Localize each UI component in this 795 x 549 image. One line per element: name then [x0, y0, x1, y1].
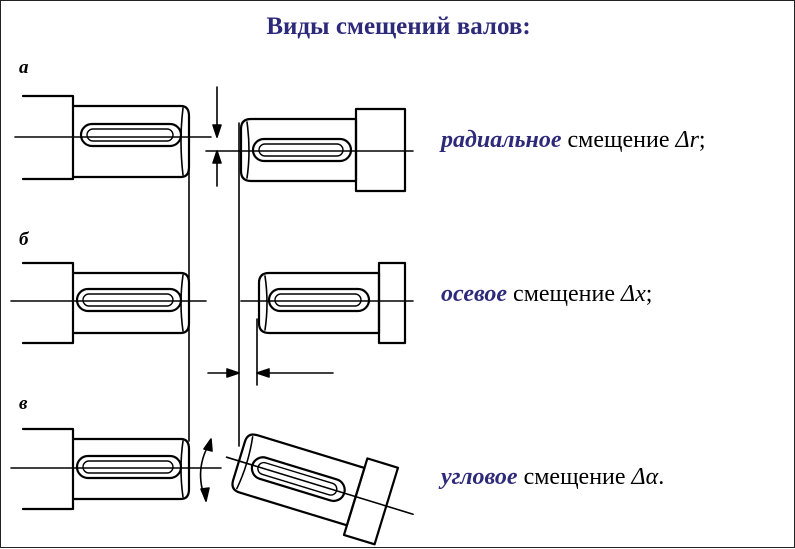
caption-radial-word: смещение: [567, 127, 670, 153]
slide-title: Виды смещений валов:: [266, 13, 531, 40]
left-shaft-c: [21, 427, 191, 511]
caption-axial-symbol: Δx: [621, 281, 646, 307]
caption-angular-word: смещение: [523, 464, 626, 490]
angular-offset-figure: [10, 427, 414, 546]
caption-angular: угловое смещение Δα.: [441, 464, 664, 491]
row-label-a: а: [19, 57, 29, 78]
axial-offset-figure: [10, 261, 414, 386]
caption-radial-symbol: Δr: [675, 127, 699, 153]
axial-dimension: [207, 318, 334, 386]
row-label-c: в: [19, 393, 28, 414]
right-shaft-a: [239, 107, 407, 193]
caption-angular-kind: угловое: [441, 464, 518, 490]
caption-axial-kind: осевое: [441, 281, 508, 307]
caption-axial-tail: ;: [645, 281, 653, 307]
right-shaft-c: [225, 433, 414, 546]
caption-axial-word: смещение: [513, 281, 616, 307]
caption-axial: осевое смещение Δx;: [441, 281, 652, 308]
caption-radial-kind: радиальное: [441, 127, 562, 153]
row-label-b: б: [19, 229, 29, 250]
right-shaft-b: [257, 261, 407, 345]
caption-radial: радиальное смещение Δr;: [441, 127, 706, 154]
caption-angular-tail: .: [658, 464, 665, 490]
caption-angular-symbol: Δα: [631, 464, 659, 490]
caption-radial-tail: ;: [698, 127, 706, 153]
angle-dimension: [199, 438, 213, 502]
radial-offset-figure: [14, 86, 414, 193]
left-shaft-b: [21, 261, 191, 345]
radial-dimension: [212, 86, 222, 187]
